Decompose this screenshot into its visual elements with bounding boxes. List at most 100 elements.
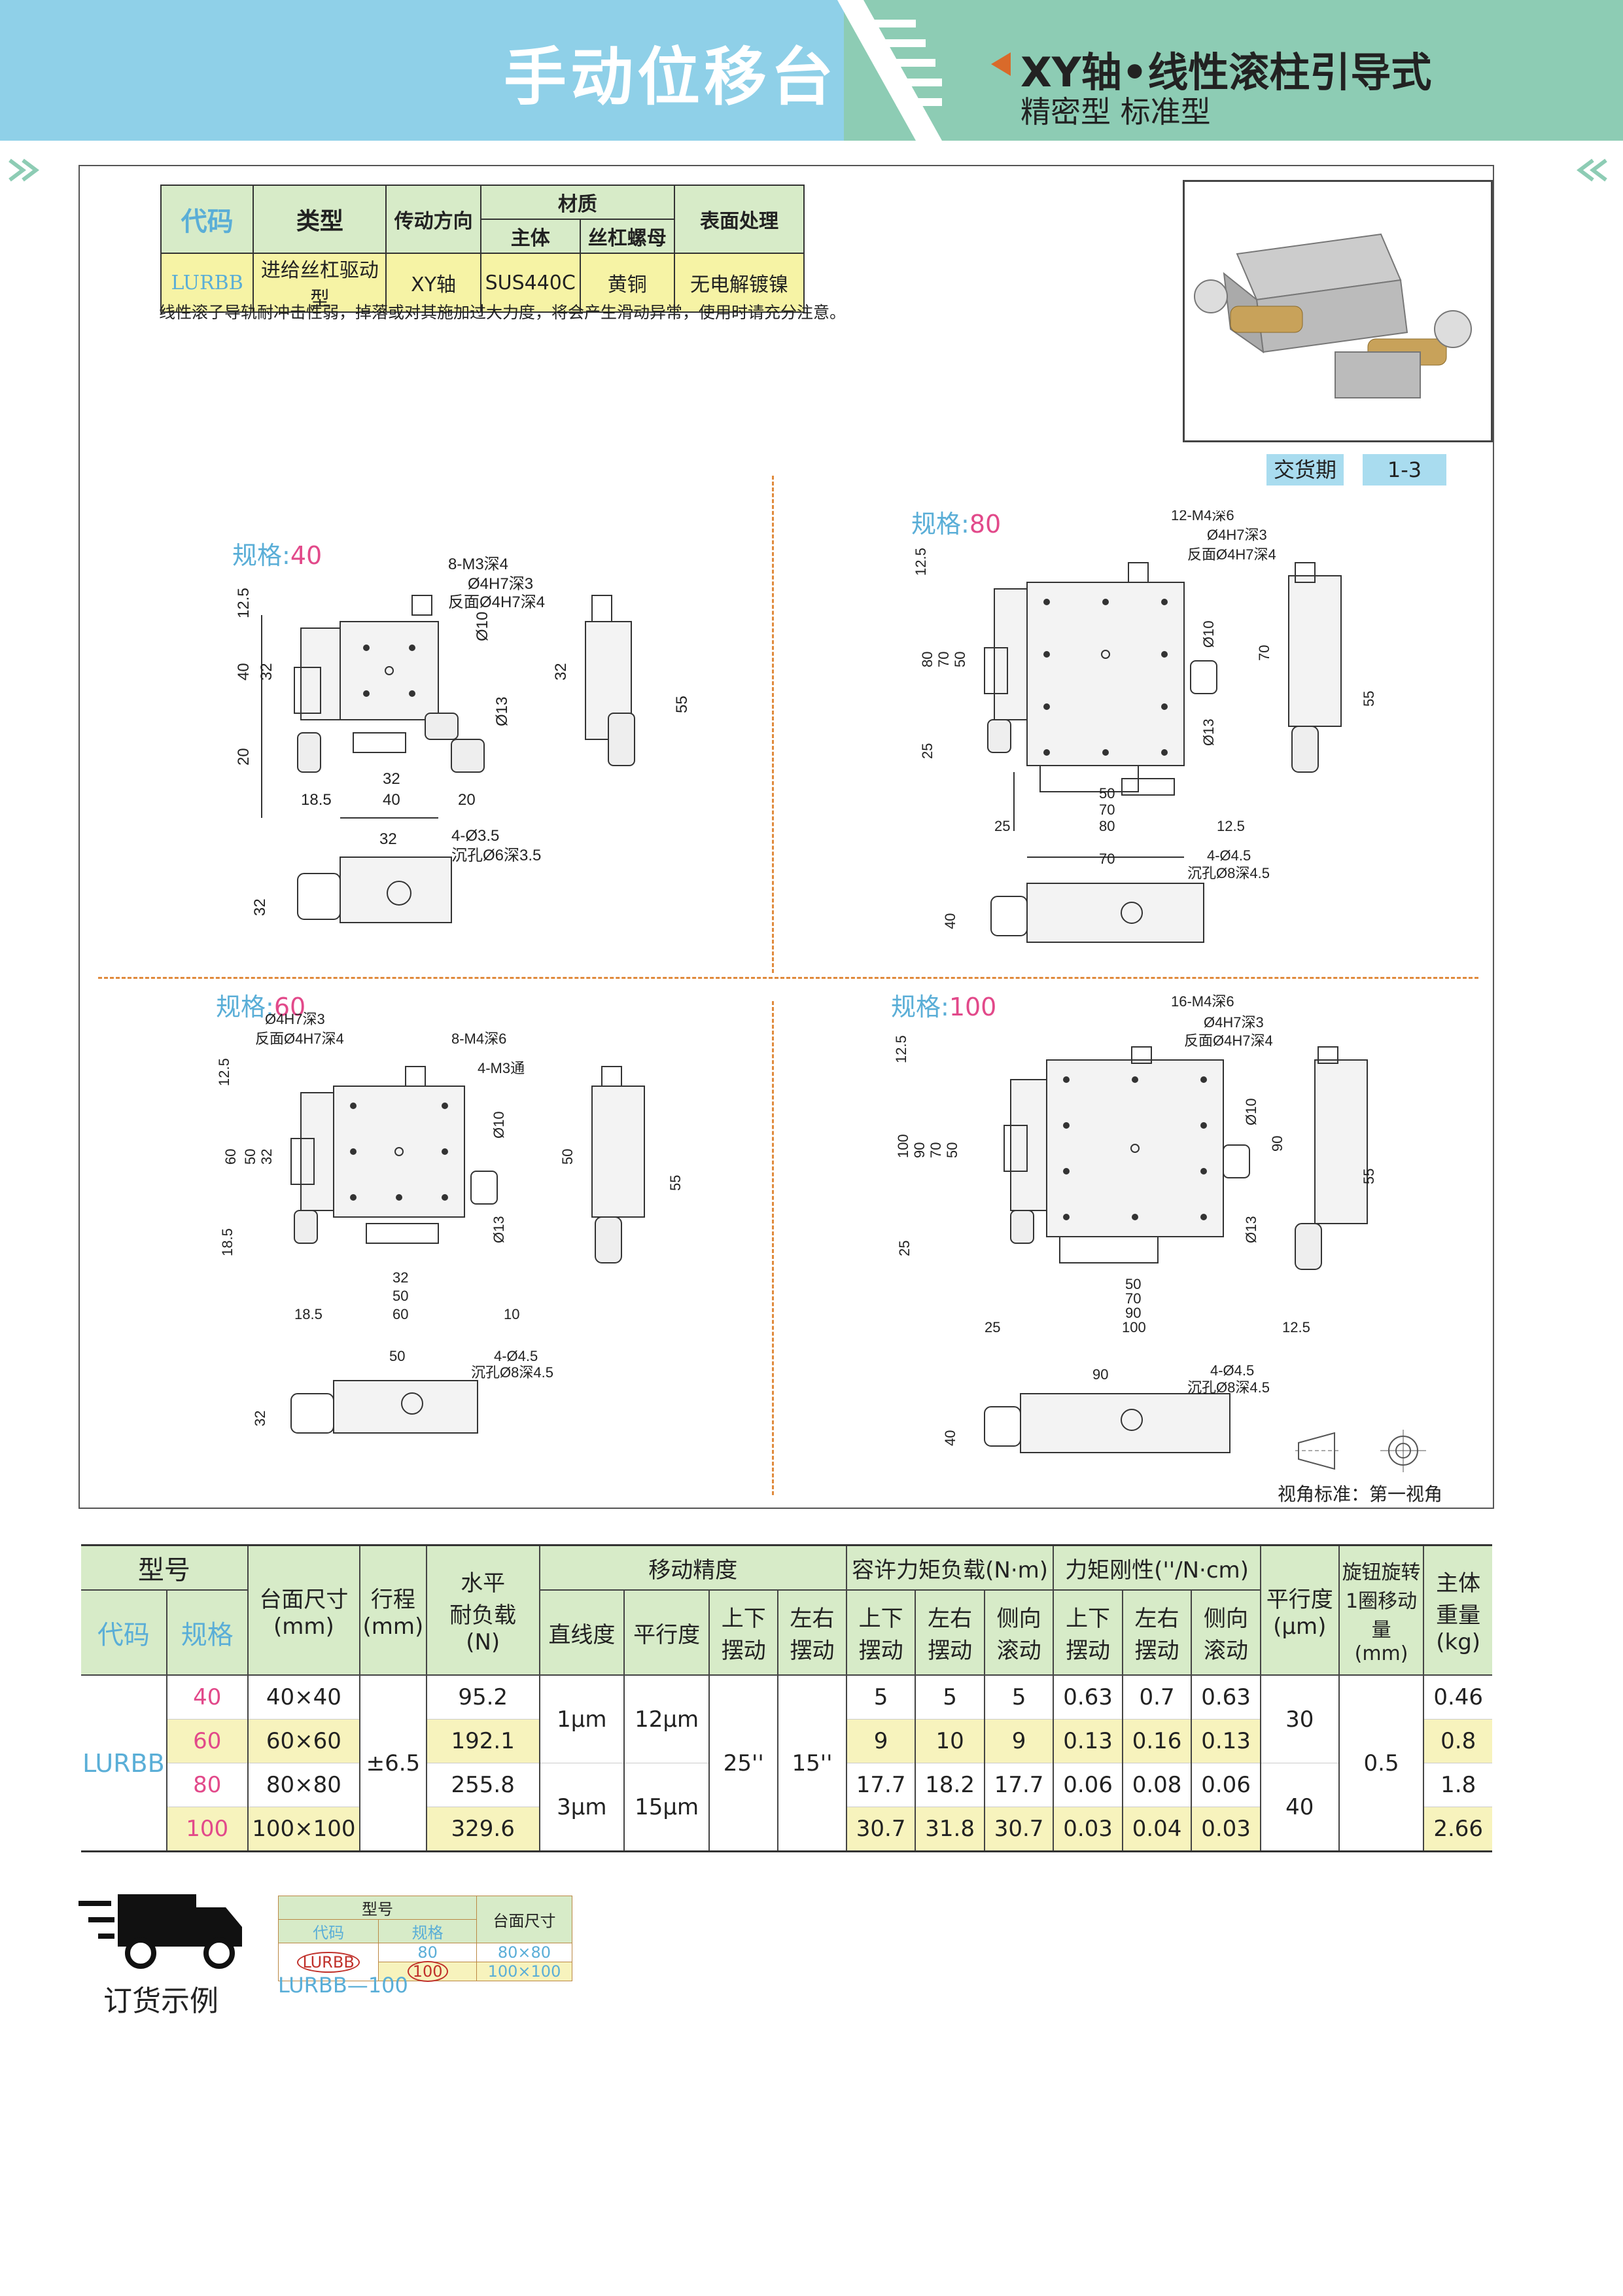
th-m-pitch: 上下 摆动 bbox=[845, 1590, 916, 1676]
cell-lead: 0.5 bbox=[1338, 1675, 1424, 1852]
usage-note: 线性滚子导轨耐冲击性弱，掉落或对其施加过大力度，将会产生滑动异常，使用时请充分注… bbox=[159, 303, 846, 322]
callout: Ø4H7深3 bbox=[1207, 527, 1267, 543]
cell-k2: 0.08 bbox=[1121, 1763, 1192, 1807]
th-model: 型号 bbox=[81, 1545, 248, 1591]
dimension: 90 bbox=[911, 1142, 928, 1158]
dimension: 50 bbox=[1125, 1276, 1141, 1292]
cell-spec: 40 bbox=[166, 1675, 248, 1720]
cell-m2: 5 bbox=[915, 1675, 985, 1720]
dimension: 50 bbox=[944, 1142, 960, 1158]
dimension: Ø10 bbox=[1243, 1098, 1259, 1125]
dimension: 55 bbox=[1361, 1169, 1377, 1184]
cell-size: 40×40 bbox=[247, 1675, 360, 1720]
dimension: Ø13 bbox=[493, 697, 511, 726]
cell-stroke: ±6.5 bbox=[359, 1675, 427, 1852]
cell-k1: 0.06 bbox=[1053, 1763, 1123, 1807]
callout: 4-Ø4.5 bbox=[1210, 1362, 1254, 1379]
dimension: 40 bbox=[942, 1430, 958, 1446]
spec-header-code: 代码 bbox=[160, 185, 254, 254]
cell-code: LURBB bbox=[81, 1675, 167, 1852]
spec-label-80: 规格:80 bbox=[911, 510, 1002, 539]
dimension: 25 bbox=[985, 1319, 1000, 1335]
th-weight: 主体 重量 (kg) bbox=[1423, 1545, 1492, 1676]
order-example-label: 订货示例 bbox=[103, 1985, 218, 2018]
callout: 沉孔Ø8深4.5 bbox=[1187, 1379, 1270, 1396]
spec-cell-nut: 黄铜 bbox=[579, 253, 675, 313]
th-load: 水平 耐负载 (N) bbox=[425, 1545, 540, 1676]
dimension: 60 bbox=[393, 1306, 408, 1322]
th-moment-rigidity: 力矩刚性(''/N·cm) bbox=[1053, 1545, 1261, 1591]
dimension: 55 bbox=[1361, 691, 1377, 707]
cell-m3: 9 bbox=[983, 1719, 1054, 1763]
dimension: Ø13 bbox=[1243, 1216, 1259, 1243]
cell-parallel-acc: 12μm bbox=[623, 1675, 710, 1763]
chevron-right-icon bbox=[9, 158, 39, 182]
dimension: 40 bbox=[236, 663, 253, 680]
dimension: 90 bbox=[1269, 1136, 1285, 1152]
cell-parallelism: 30 bbox=[1259, 1675, 1339, 1763]
cell-m1: 5 bbox=[845, 1675, 916, 1720]
page-subtitle-type: 精密型 标准型 bbox=[1021, 94, 1211, 130]
first-angle-projection-icon bbox=[1295, 1430, 1426, 1472]
cell-straightness: 3μm bbox=[538, 1763, 624, 1852]
callout: 8-M4深6 bbox=[451, 1031, 506, 1047]
dimension: 12.5 bbox=[1217, 818, 1245, 834]
dimension: 70 bbox=[935, 652, 952, 667]
dimension: 12.5 bbox=[216, 1058, 232, 1086]
cell-k2: 0.7 bbox=[1121, 1675, 1192, 1720]
order-th-code: 代码 bbox=[277, 1919, 379, 1943]
th-m-yaw: 左右 摆动 bbox=[915, 1590, 985, 1676]
callout: 4-M3通 bbox=[478, 1060, 525, 1076]
order-th-model: 型号 bbox=[278, 1896, 477, 1920]
order-cell-code: LURBB bbox=[277, 1943, 379, 1981]
dimension: Ø10 bbox=[1200, 620, 1217, 648]
cell-m2: 31.8 bbox=[915, 1807, 985, 1852]
divider-vertical-top bbox=[772, 476, 774, 973]
dimension: 20 bbox=[458, 791, 476, 809]
cell-m3: 30.7 bbox=[983, 1807, 1054, 1852]
th-k-yaw: 左右 摆动 bbox=[1121, 1590, 1192, 1676]
cell-m1: 17.7 bbox=[845, 1763, 916, 1807]
th-parallel-acc: 平行度 bbox=[623, 1590, 710, 1676]
cell-m2: 10 bbox=[915, 1719, 985, 1763]
cell-spec: 100 bbox=[166, 1807, 248, 1852]
dimension: Ø10 bbox=[474, 612, 491, 641]
dimension: 55 bbox=[667, 1175, 684, 1191]
cell-load: 329.6 bbox=[425, 1807, 540, 1852]
th-stroke: 行程 (mm) bbox=[359, 1545, 427, 1676]
dimension: 25 bbox=[994, 818, 1010, 834]
product-photo bbox=[1183, 180, 1493, 442]
dimension: 25 bbox=[896, 1241, 913, 1256]
cell-size: 80×80 bbox=[247, 1763, 360, 1807]
arrow-left-icon bbox=[991, 52, 1011, 76]
callout: 反面Ø4H7深4 bbox=[1187, 546, 1276, 563]
cell-load: 192.1 bbox=[425, 1719, 540, 1763]
drawing-60: Ø4H7深3 反面Ø4H7深4 8-M4深6 4-M3通 4-Ø4.5 沉孔Ø8… bbox=[216, 1011, 684, 1434]
th-accuracy: 移动精度 bbox=[538, 1545, 846, 1591]
dimension: Ø13 bbox=[491, 1216, 507, 1243]
cell-m1: 30.7 bbox=[845, 1807, 916, 1852]
order-table: 型号 台面尺寸 代码 规格 LURBB 80 80×80 100 100×100 bbox=[277, 1896, 573, 1982]
dimension: 18.5 bbox=[294, 1306, 323, 1322]
dimension: 100 bbox=[895, 1134, 911, 1158]
dimension: 32 bbox=[258, 1149, 275, 1165]
spec-header-nut: 丝杠螺母 bbox=[579, 219, 675, 254]
callout: 4-Ø3.5 bbox=[451, 827, 499, 845]
order-th-size: 台面尺寸 bbox=[476, 1896, 573, 1943]
dimension: 50 bbox=[952, 652, 968, 667]
spec-header-type: 类型 bbox=[253, 185, 387, 254]
dimension: 50 bbox=[1099, 785, 1115, 802]
order-th-spec: 规格 bbox=[378, 1919, 477, 1943]
spec-header-finish: 表面处理 bbox=[673, 185, 805, 254]
cell-size: 60×60 bbox=[247, 1719, 360, 1763]
dimension: 80 bbox=[919, 652, 935, 667]
divider-vertical-bottom bbox=[772, 1001, 774, 1495]
dimension: 32 bbox=[252, 1411, 268, 1426]
th-lead: 旋钮旋转 1圈移动量 (mm) bbox=[1338, 1545, 1424, 1676]
spec-label-40: 规格:40 bbox=[232, 541, 323, 570]
spec-cell-body: SUS440C bbox=[480, 253, 581, 313]
cell-weight: 0.46 bbox=[1423, 1675, 1492, 1720]
dimension: 90 bbox=[1125, 1305, 1141, 1321]
th-moment-load: 容许力矩负载(N·m) bbox=[845, 1545, 1054, 1591]
callout: 4-Ø4.5 bbox=[1207, 847, 1251, 864]
